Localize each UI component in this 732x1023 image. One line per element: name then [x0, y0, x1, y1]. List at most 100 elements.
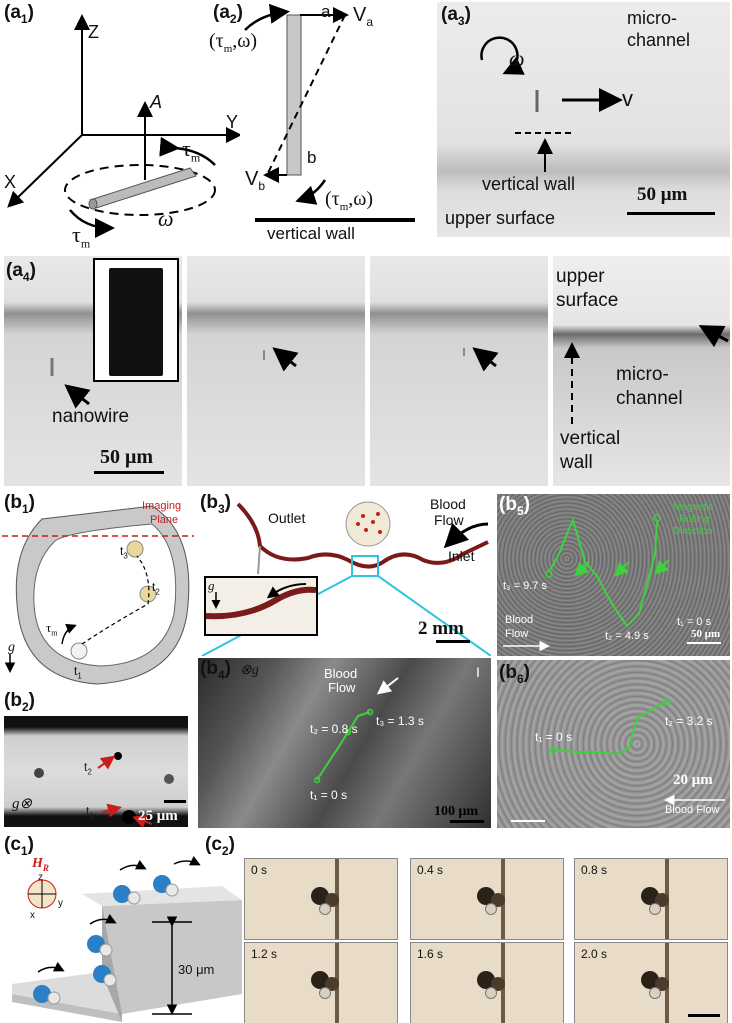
- a3-annotations: [480, 36, 623, 172]
- b2-g: g⊗: [12, 796, 33, 812]
- b1-g: g: [8, 640, 15, 655]
- b3-scale-label: 2 mm: [418, 618, 464, 639]
- panel-b4: (b4) ⊗g Blood Flow I t₂ = 0.8 s t₃ = 1.3…: [198, 658, 491, 828]
- panel-label-c1: (c1): [4, 834, 34, 858]
- point-b-label: b: [307, 148, 317, 167]
- b4-blood-label-2: Flow: [328, 680, 356, 695]
- a4-micro-label: micro-: [616, 364, 669, 385]
- c2-frame: 1.2 s: [244, 942, 398, 1023]
- b5-t1: t₁ = 0 s: [677, 616, 711, 628]
- panel-a3: (a3) micro- channel ω v vertical wall up…: [437, 2, 730, 237]
- panel-label-a1: (a1): [4, 2, 34, 26]
- axis-y-label: Y: [226, 112, 239, 132]
- a4-arrows: [50, 325, 729, 424]
- panel-a4: (a4) nanowire 50 μm upper surface micro-…: [4, 256, 730, 486]
- tau-label-left: τm: [72, 222, 91, 250]
- c1-axis-x: x: [30, 910, 35, 921]
- panel-a1: (a1) Z Y X A τm τm ω: [0, 0, 240, 250]
- a4-frame-4: [553, 256, 730, 486]
- c2-frame-time: 0 s: [251, 863, 268, 877]
- c2-frame-time: 1.6 s: [417, 947, 444, 961]
- panel-label-b3: (b3): [200, 494, 231, 516]
- nanowire-label: nanowire: [52, 406, 130, 427]
- panel-b6: (b6) t₁ = 0 s t₂ = 3.2 s 20 μm Blood Flo…: [497, 660, 730, 828]
- panel-b3: (b3) Outlet Blood Flow Inlet g 2 mm: [198, 494, 491, 656]
- b6-t1: t₁ = 0 s: [535, 730, 573, 744]
- b4-t1: t₁ = 0 s: [310, 788, 348, 802]
- b6-scale-label: 20 μm: [673, 772, 713, 788]
- b6-scale-bar: [511, 820, 545, 822]
- a2-diagram: [244, 3, 415, 222]
- b3-inset: g: [204, 576, 318, 636]
- b5-blood-1: Blood: [505, 614, 534, 626]
- panel-c1: (c1) HR z y x 30 μm: [2, 834, 242, 1023]
- microchannel-label-1: micro-: [627, 8, 677, 28]
- b3-blood-label-2: Flow: [434, 512, 464, 528]
- c2-frame: 0.4 s: [410, 858, 564, 940]
- c2-frame-time: 0.8 s: [581, 863, 608, 877]
- nanowire-rod: [88, 167, 197, 210]
- b2-scale-bar: [164, 800, 186, 803]
- c1-diagram: [12, 855, 242, 1022]
- b4-scale-label: 100 μm: [434, 804, 479, 819]
- panel-label-a3: (a3): [441, 4, 471, 28]
- b2-t1: t1: [86, 804, 94, 821]
- b2-t3: t3: [154, 818, 162, 827]
- c2-frame: 0 s: [244, 858, 398, 940]
- omega-label: ω: [158, 206, 174, 231]
- b3-inlet-label: Inlet: [448, 548, 475, 564]
- b1-tau: τm: [46, 620, 58, 638]
- c2-frame-time: 2.0 s: [581, 947, 608, 961]
- b4-mark: I: [476, 664, 480, 680]
- b4-t3: t₃ = 1.3 s: [376, 714, 424, 728]
- panel-b5: (b5) Magnetic Rolling Direction t₃ = 9.7…: [497, 494, 730, 656]
- panel-label-a4: (a4): [6, 260, 36, 284]
- c1-h-label: HR: [32, 856, 49, 873]
- vb-label: Vb: [245, 168, 266, 193]
- panel-label-a2: (a2): [213, 2, 243, 26]
- panel-label-b2: (b2): [4, 690, 35, 714]
- a3-scale-bar: [627, 212, 715, 215]
- b3-blood-label-1: Blood: [430, 496, 466, 512]
- b5-t2: t₂ = 4.9 s: [605, 630, 649, 642]
- panel-b1: (b1) Imaging Plane t3 t2 t1 τm g: [2, 494, 197, 689]
- c2-scale-bar: [688, 1014, 720, 1017]
- b5-trajectory: [503, 514, 670, 652]
- microchannel-label-2: channel: [627, 30, 691, 50]
- b4-g: ⊗g: [240, 663, 259, 678]
- b6-t2: t₂ = 3.2 s: [665, 714, 713, 728]
- b6-trajectory: [549, 698, 725, 806]
- vector-a-label: A: [150, 92, 163, 112]
- tau-omega-top: (τm,ω): [209, 30, 258, 55]
- axis-x-label: X: [4, 172, 17, 192]
- tau-label-right: τm: [182, 136, 201, 165]
- imaging-label-2: Plane: [150, 514, 179, 526]
- panel-label-c2-text: (c2): [205, 834, 235, 858]
- c1-axis-y: y: [58, 898, 63, 909]
- b3-inset-g: g: [208, 578, 215, 593]
- b5-legend-3: Direction: [673, 526, 713, 537]
- b2-scale-label: 25 μm: [138, 808, 178, 824]
- a3-scale-label: 50 μm: [637, 184, 688, 205]
- c2-frame: 2.0 s: [574, 942, 728, 1023]
- b4-blood-label-1: Blood: [324, 666, 358, 681]
- b5-scale-label: 50 μm: [691, 628, 721, 640]
- c1-axis-z: z: [38, 872, 43, 883]
- a4-channel-label: channel: [616, 388, 683, 409]
- b6-blood: Blood Flow: [665, 804, 720, 816]
- b3-scale-bar: [436, 640, 470, 643]
- a4-wall-label: wall: [560, 452, 593, 473]
- b2-image: t2 t1 t3 g⊗: [4, 716, 188, 827]
- b1-t3: t3: [120, 544, 128, 561]
- a3-upper-surface-label: upper surface: [445, 208, 556, 228]
- tau-omega-bottom: (τm,ω): [325, 188, 374, 213]
- a4-frame-3: [370, 256, 548, 486]
- panel-c2: 0 s 0.4 s 0.8 s 1.2 s 1.6 s 2.0 s: [244, 834, 730, 1023]
- b1-t2: t2: [152, 580, 160, 597]
- axis-z-label: Z: [88, 22, 99, 42]
- imaging-label-1: Imaging: [142, 500, 182, 512]
- a4-inset: [93, 258, 179, 382]
- a4-surface-label: surface: [556, 290, 619, 311]
- b2-t2: t2: [84, 760, 92, 777]
- panel-label-b4: (b4): [200, 658, 231, 682]
